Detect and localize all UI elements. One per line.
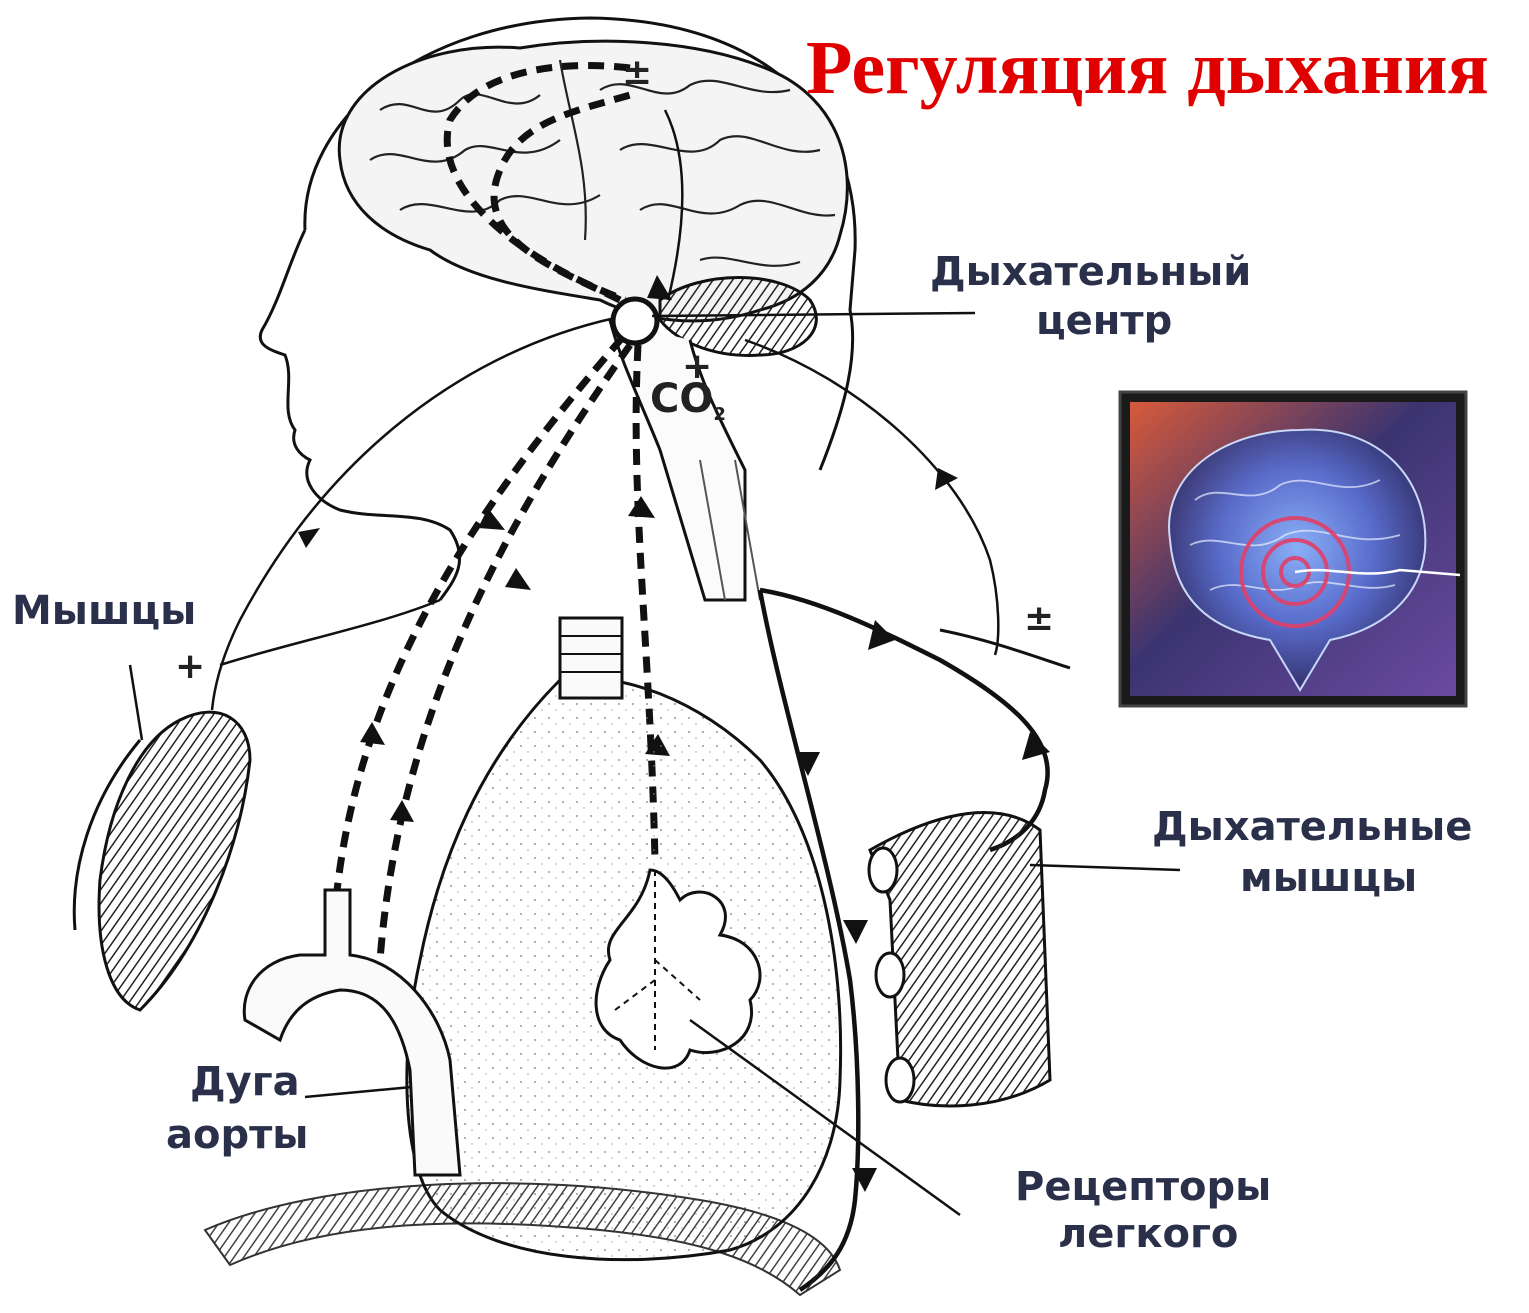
label-aorta-line2: аорты [166,1112,308,1158]
neck-line [220,600,440,665]
diagram-title: Регуляция дыхания [806,26,1489,110]
feedback-arrow [935,468,958,490]
muscle-pathway [212,318,615,710]
skeletal-muscle [99,712,250,1010]
aorta-pointer [305,1087,412,1097]
muscle-arrow [298,528,320,548]
label-center-line2: центр [1036,298,1172,344]
label-resp-muscles-line2: мышцы [1240,855,1417,901]
sign-brain-top: ± [622,52,652,93]
label-center-line1: Дыхательный [930,249,1251,295]
muscle-feedback-pathway [745,340,998,655]
brainstem [610,320,745,600]
co2-label: CO2 [650,376,726,425]
co2-subscript: 2 [713,404,726,425]
label-lung-receptors-line1: Рецепторы [1015,1164,1271,1210]
brain [339,41,847,321]
sign-resp-muscles: ± [1024,598,1054,639]
muscles-pointer [130,665,142,740]
sign-muscles-plus: + [175,646,205,687]
brain-illustration-inset [1120,392,1466,706]
trachea [560,618,622,698]
label-aorta-line1: Дуга [190,1059,300,1105]
resp-muscles-pointer [1030,865,1180,870]
label-muscles: Мышцы [12,588,196,634]
label-lung-receptors-line2: легкого [1058,1211,1238,1257]
label-resp-muscles-line1: Дыхательные [1152,804,1472,850]
co2-main: CO [650,376,713,422]
